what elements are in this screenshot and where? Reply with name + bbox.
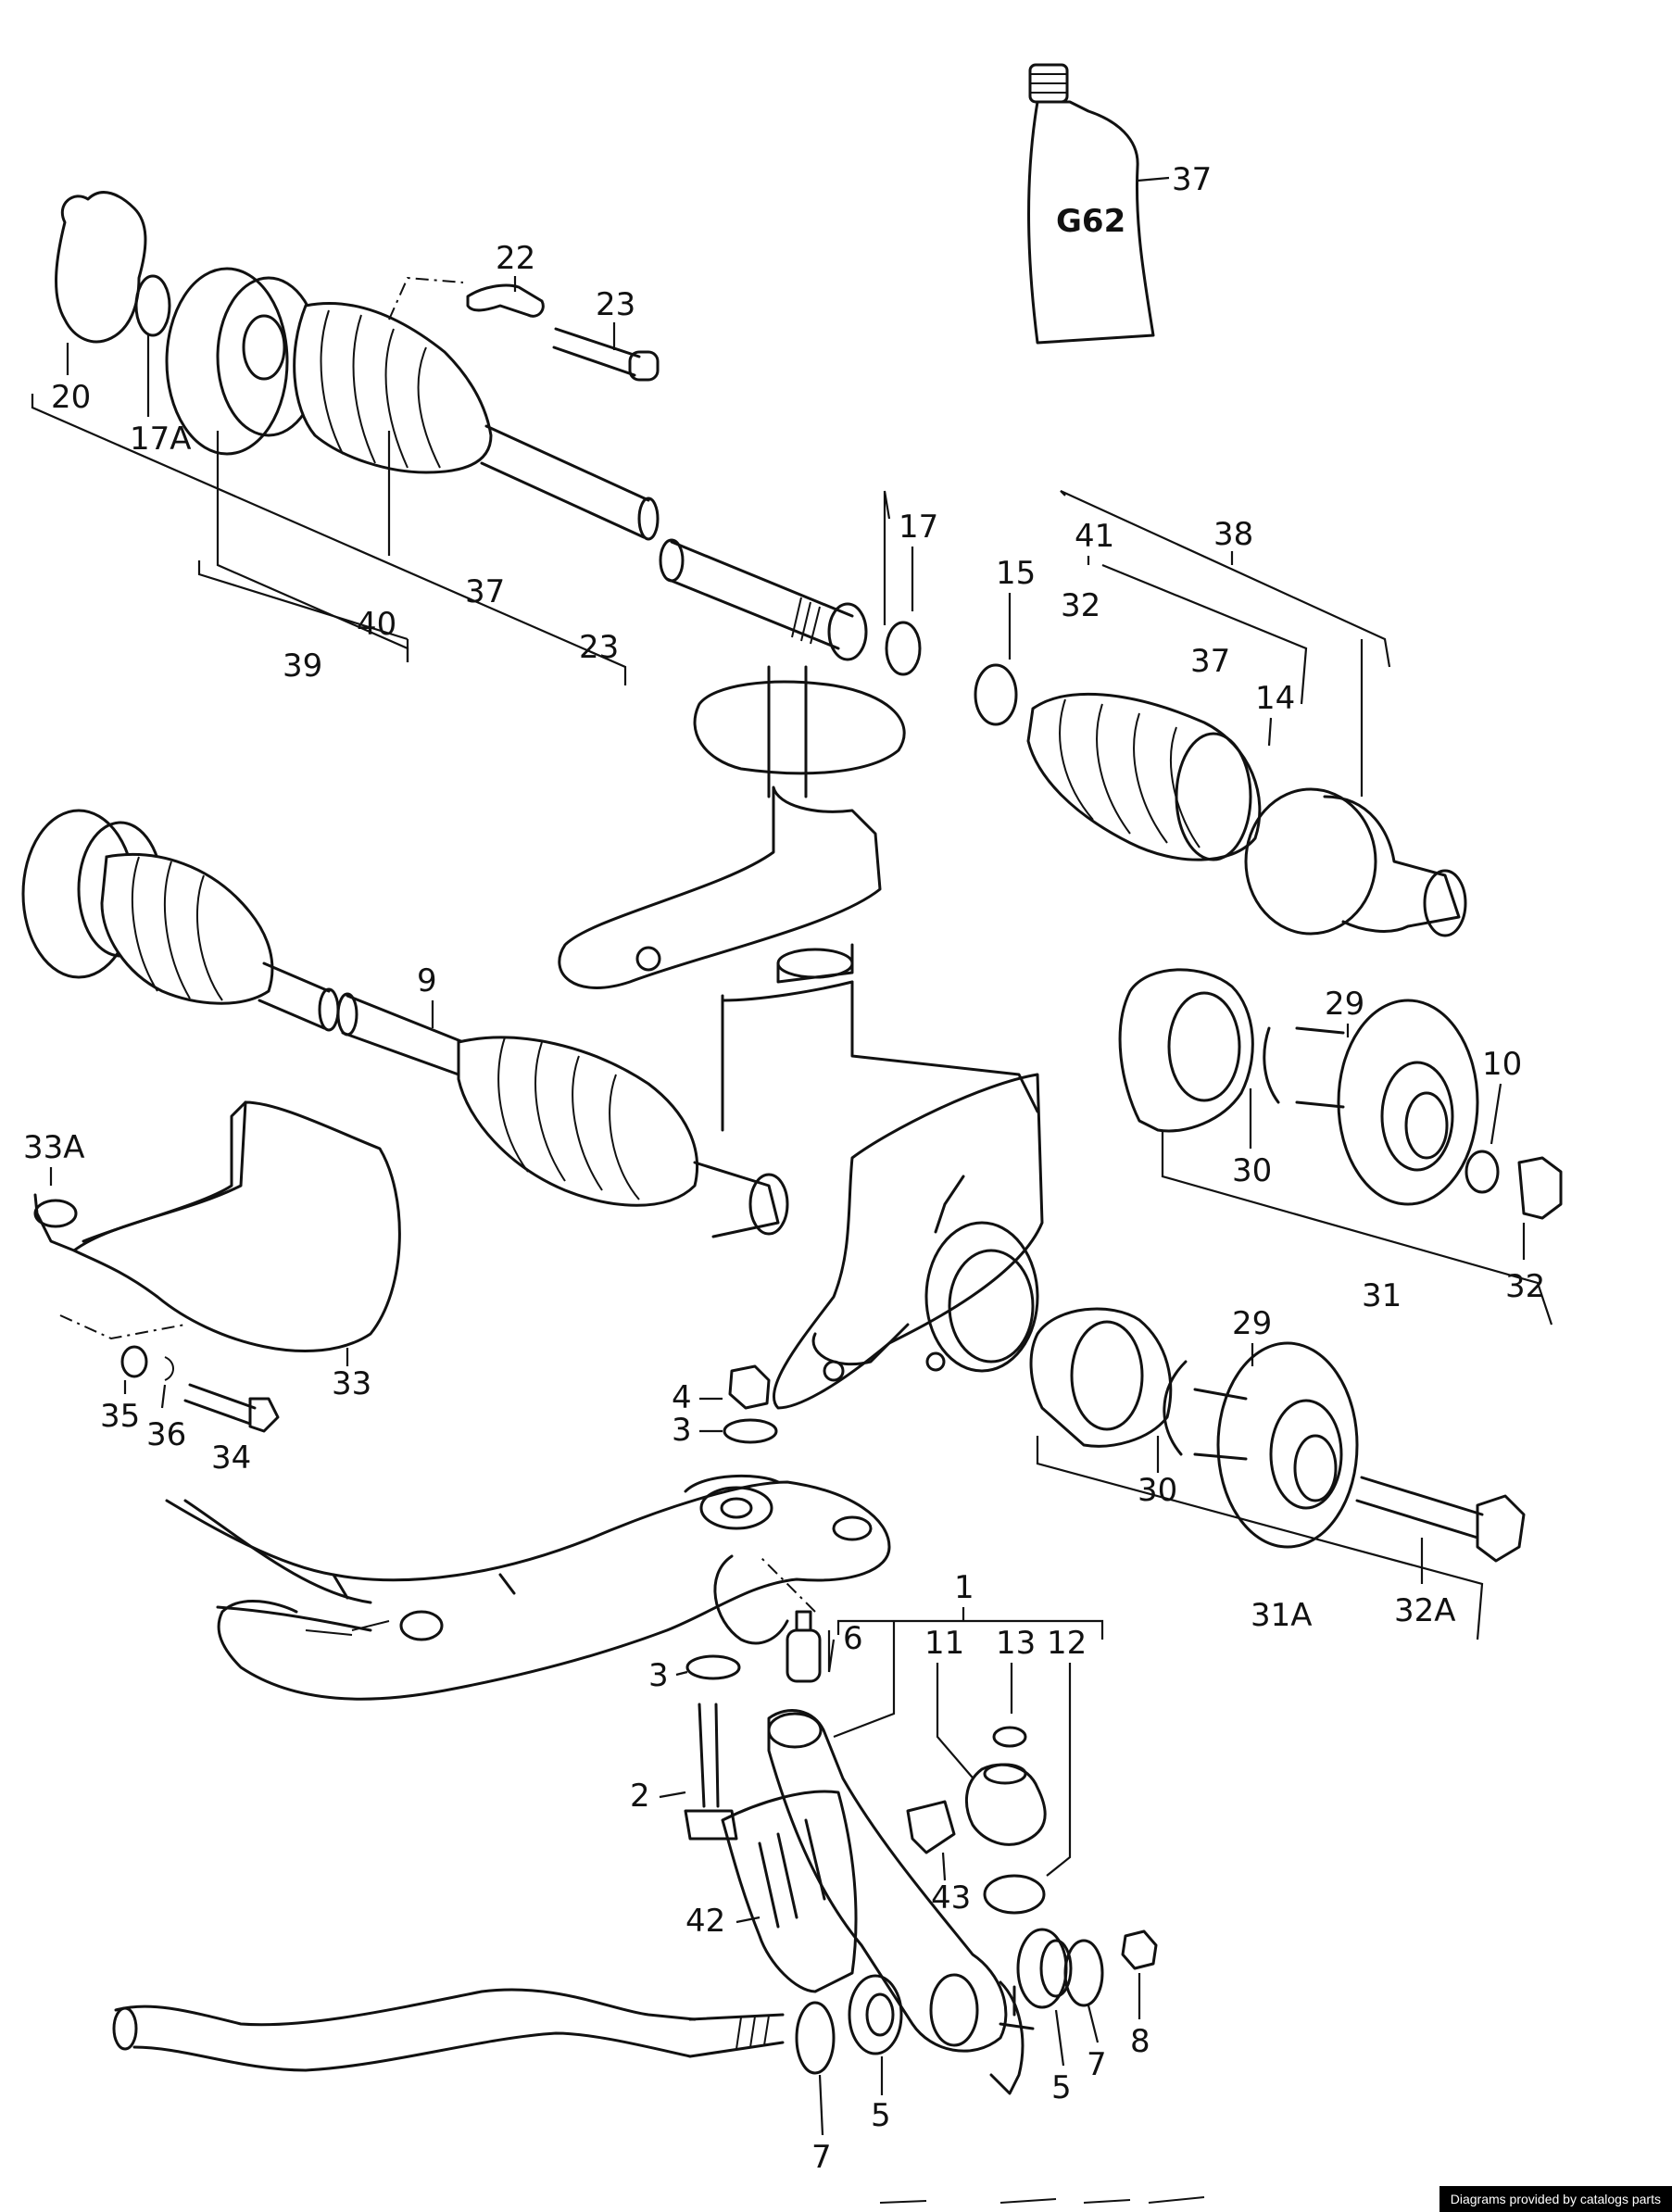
callout-39: 39 (283, 647, 322, 685)
lower-driveshaft (21, 809, 789, 1238)
callout-13: 13 (996, 1625, 1036, 1662)
callout-29-low: 29 (1232, 1305, 1272, 1342)
hub-31 (1118, 968, 1563, 1220)
callout-42: 42 (685, 1903, 725, 1940)
callout-37-mid: 37 (465, 573, 505, 610)
callout-2: 2 (630, 1778, 650, 1815)
callout-32-right: 32 (1505, 1268, 1545, 1305)
callout-15: 15 (996, 555, 1036, 592)
heat-shield (33, 1100, 401, 1352)
footer-text-fragment (879, 2196, 1205, 2204)
callout-17: 17 (899, 509, 938, 546)
callout-31: 31 (1362, 1277, 1402, 1314)
callout-7-right: 7 (1087, 2046, 1107, 2083)
bolt-23 (552, 327, 660, 382)
grease-tube: G62 (1027, 63, 1155, 345)
callout-3-top: 3 (672, 1412, 692, 1449)
callout-33A: 33A (23, 1129, 85, 1166)
callout-14: 14 (1255, 680, 1295, 717)
callout-12: 12 (1047, 1625, 1087, 1662)
washer-7-left (795, 2001, 836, 2075)
callout-37-right: 37 (1190, 643, 1230, 680)
callout-38: 38 (1213, 516, 1253, 553)
clip-43 (906, 1800, 956, 1854)
callout-5-left: 5 (871, 2097, 891, 2134)
callout-43: 43 (931, 1879, 971, 1917)
callout-9: 9 (417, 962, 437, 999)
nut-4 (728, 1364, 771, 1410)
callout-34: 34 (211, 1439, 251, 1477)
callout-8: 8 (1130, 2023, 1150, 2060)
callout-10: 10 (1482, 1046, 1522, 1083)
ring-12 (983, 1874, 1046, 1915)
callout-40: 40 (357, 606, 396, 643)
callout-32-top: 32 (1061, 587, 1100, 624)
callout-41: 41 (1075, 518, 1114, 555)
boot-kit (1026, 692, 1467, 937)
hub-31A (1029, 1307, 1526, 1563)
callout-31A: 31A (1251, 1597, 1313, 1634)
spline-shaft (659, 538, 868, 661)
circlip-17 (885, 621, 922, 676)
washer-3-top (723, 1418, 778, 1444)
bolt-2 (684, 1703, 738, 1841)
callout-23-br: 23 (579, 629, 619, 666)
callout-17A: 17A (130, 421, 192, 458)
stabilizer-bar (112, 1988, 785, 2072)
tube-label: G62 (1056, 203, 1125, 240)
bushing-5-left (848, 1974, 903, 2055)
callout-20: 20 (51, 379, 91, 416)
callout-3-low: 3 (648, 1657, 669, 1694)
bushing-5-right (1016, 1928, 1073, 2009)
boot-11 (964, 1763, 1047, 1846)
nut-8 (1121, 1929, 1158, 1970)
callout-35: 35 (100, 1398, 140, 1435)
strut-knuckle (558, 665, 1044, 1410)
circlip-13 (992, 1726, 1027, 1748)
callout-37-tube: 37 (1172, 161, 1212, 198)
callout-36: 36 (146, 1416, 186, 1453)
subframe (165, 1475, 891, 1701)
washer-7-right (1063, 1939, 1104, 2007)
callout-6: 6 (843, 1620, 863, 1657)
callout-5-right: 5 (1051, 2069, 1072, 2106)
callout-1: 1 (954, 1569, 974, 1606)
callout-29-top: 29 (1325, 986, 1364, 1023)
bushing-6 (786, 1610, 822, 1683)
upper-driveshaft (55, 191, 660, 541)
callout-22: 22 (496, 240, 535, 277)
callout-11: 11 (924, 1625, 964, 1662)
bracket-42 (721, 1790, 858, 1993)
lock-washer-36 (164, 1356, 174, 1381)
callout-23-top: 23 (596, 286, 635, 323)
washer-3-low (685, 1654, 741, 1680)
diagram-credit: Diagrams provided by catalogs parts (1439, 2186, 1672, 2212)
callout-30-low: 30 (1138, 1472, 1177, 1509)
callout-32A: 32A (1394, 1592, 1456, 1629)
callout-4: 4 (672, 1379, 692, 1416)
clamp-15 (974, 663, 1018, 726)
callout-33: 33 (332, 1365, 371, 1402)
washer-35 (120, 1345, 148, 1378)
callout-7-left: 7 (811, 2139, 832, 2176)
callout-30-top: 30 (1232, 1152, 1272, 1189)
bolt-34 (183, 1383, 280, 1433)
strap-22 (466, 283, 545, 318)
